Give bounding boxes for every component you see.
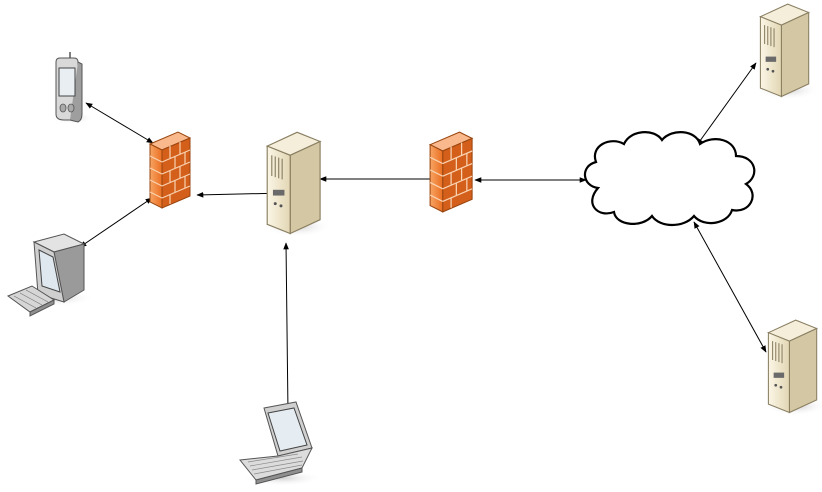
server-center-icon[interactable]	[262, 131, 333, 238]
firewall-right-icon[interactable]	[429, 131, 473, 213]
link-laptop-server	[283, 242, 291, 414]
pda-icon[interactable]	[50, 52, 94, 124]
laptop-icon[interactable]	[239, 401, 322, 486]
desktop-computer-icon[interactable]	[6, 233, 94, 317]
server-bottom-right-icon[interactable]	[763, 319, 822, 417]
server-top-right-icon[interactable]	[755, 3, 820, 101]
link-pda-firewall	[85, 102, 154, 144]
link-cloud-server-bottom	[693, 221, 767, 353]
connection-lines	[79, 62, 767, 414]
link-cloud-server-top	[696, 62, 757, 146]
link-desktop-firewall	[79, 197, 153, 248]
internet-cloud-icon[interactable]	[583, 131, 756, 227]
firewall-left-icon[interactable]	[149, 131, 191, 209]
